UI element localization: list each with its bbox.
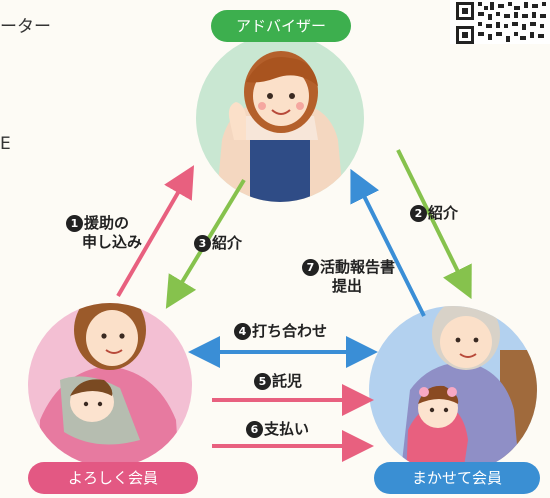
flow-number-badge: 3 [194,235,211,252]
requester-illustration [38,303,180,467]
provider-label: まかせて会員 [374,462,540,494]
advisor-illustration [216,51,344,202]
cutoff-text-top: ーター [0,17,51,37]
flow-number-badge: 1 [66,215,83,232]
flow-number-badge: 2 [410,205,427,222]
flow-number-badge: 5 [254,373,271,390]
requester-label: よろしく会員 [28,462,198,494]
advisor-label: アドバイザー [211,10,351,42]
arrow-7-report [350,168,426,317]
flow-number-badge: 4 [234,323,251,340]
flow-number-badge: 7 [302,259,319,276]
arrow-2-introduce [396,149,472,300]
provider-illustration [400,306,537,474]
arrow-1-apply [116,165,195,298]
qr-code-image [450,0,550,44]
flow-number-badge: 6 [246,421,263,438]
cutoff-text-mid: E [0,134,11,154]
